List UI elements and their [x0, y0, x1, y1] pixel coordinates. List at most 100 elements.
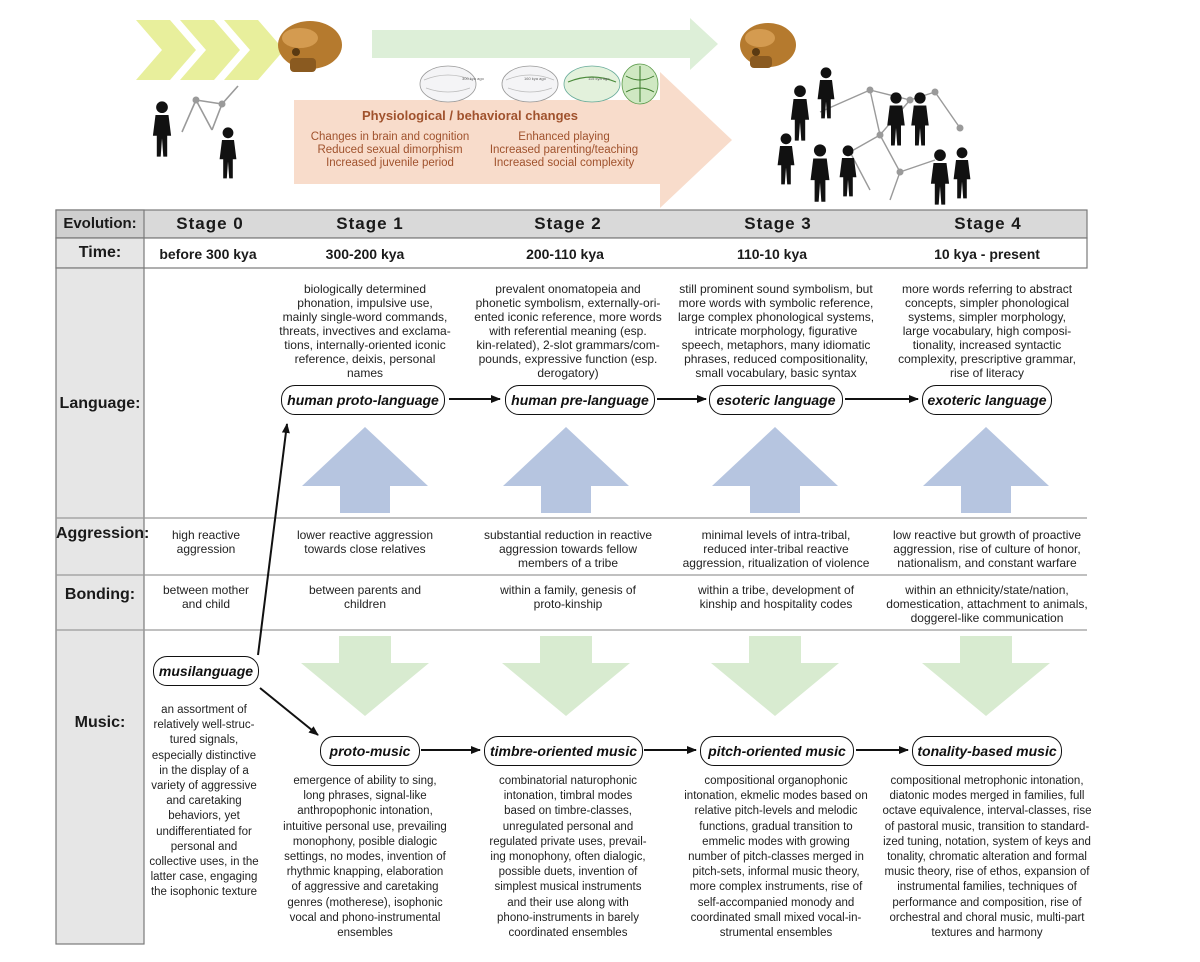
text-line: compositional organophonic: [704, 775, 848, 787]
text-line: functions, gradual transition to: [699, 820, 853, 833]
text-line: the isophonic texture: [150, 886, 258, 899]
text-line: within a family, genesis of: [500, 583, 636, 597]
text-line: genres (motherese), isophonic: [287, 896, 443, 909]
text-line: vocal and phono-instrumental: [289, 911, 441, 924]
phys-right-item: Increased social complexity: [493, 157, 635, 169]
text-line: pitch-sets, informal music theory,: [692, 866, 860, 879]
blue-up-arrows: [302, 427, 1049, 513]
text-line: especially distinctive: [151, 749, 257, 762]
text-line: domestication, attachment to animals,: [886, 597, 1088, 611]
pill-exoteric-language: exoteric language: [922, 385, 1052, 415]
text-line: and caretaking: [166, 795, 242, 808]
human-silhouette-icon: [152, 101, 237, 179]
stage-0-header: Stage 0: [176, 214, 244, 233]
human-silhouette-icon: [777, 67, 971, 205]
text-line: derogatory): [537, 366, 599, 380]
text-line: regulated private uses, prevail-: [489, 835, 647, 848]
row-label-column: [55, 267, 145, 945]
phys-left-list: Changes in brain and cognition Reduced s…: [300, 131, 480, 170]
text-line: rise of literacy: [949, 366, 1025, 380]
text-line: tured signals,: [169, 734, 239, 747]
text-line: names: [346, 366, 384, 380]
text-line: large complex phonological systems,: [677, 310, 875, 324]
text-line: music theory, rise of ethos, expansion o…: [884, 866, 1090, 879]
text-line: diatonic modes merged in families, full: [889, 790, 1085, 803]
text-line: still prominent sound symbolism, but: [679, 282, 873, 296]
text-line: coordinated small mixed vocal-in-: [690, 911, 862, 924]
pill-pitch-oriented-music: pitch-oriented music: [700, 736, 854, 766]
text-line: rhythmic knapping, elaboration: [286, 866, 444, 879]
pill-esoteric-language: esoteric language: [709, 385, 843, 415]
stage-3-header: Stage 3: [744, 214, 812, 233]
text-line: more words with symbolic reference,: [678, 296, 874, 310]
time-stage-1: 300-200 kya: [325, 246, 405, 262]
text-line: long phrases, signal-like: [303, 790, 427, 803]
text-line: within an ethnicity/state/nation,: [905, 583, 1069, 597]
row-label-evolution: Evolution:: [63, 215, 137, 232]
text-line: more words referring to abstract: [901, 282, 1073, 296]
text-line: phonetic symbolism, externally-ori-: [475, 296, 661, 310]
time-stage-4: 10 kya - present: [934, 246, 1040, 262]
text-line: ized tuning, notation, system of keys an…: [883, 835, 1091, 848]
header-illustration: 300 kya ago 160 kya ago 115 kya ago: [136, 18, 971, 208]
text-line: self-accompanied monody and: [697, 896, 855, 909]
text-line: behaviors, yet: [168, 810, 240, 823]
row-label-bonding: Bonding:: [64, 586, 136, 603]
text-line: phonation, impulsive use,: [297, 296, 433, 310]
text-line: threats, invectives and exclama-: [279, 324, 451, 338]
text-line: textures and harmony: [931, 927, 1043, 940]
text-line: possible duets, invention of: [498, 866, 638, 879]
text-line: mainly single-word commands,: [282, 310, 448, 324]
stage-2-header: Stage 2: [534, 214, 602, 233]
text-line: substantial reduction in reactive: [483, 528, 653, 542]
text-line: low reactive but growth of proactive: [892, 528, 1082, 542]
phys-title: Physiological / behavioral changes: [361, 108, 579, 123]
pill-proto-music: proto-music: [320, 736, 420, 766]
text-line: concepts, simpler phonological: [904, 296, 1070, 310]
flow-arrows: [257, 395, 919, 754]
text-line: complexity, prescriptive grammar,: [898, 352, 1076, 366]
row-label-time: Time:: [78, 244, 122, 261]
skull-icon: [740, 23, 796, 68]
text-line: aggression, rise of culture of honor,: [893, 542, 1081, 556]
text-line: ing monophony, often dialogic,: [490, 851, 646, 864]
aggression-stage-3: minimal levels of intra-tribal,reduced i…: [676, 528, 876, 570]
text-line: emergence of ability to sing,: [293, 775, 437, 787]
text-line: variety of aggressive: [151, 780, 257, 793]
text-line: kin-related), 2-slot grammars/com-: [476, 338, 660, 352]
text-line: small vocabulary, basic syntax: [695, 366, 857, 380]
svg-text:115 kya ago: 115 kya ago: [588, 76, 610, 81]
text-line: phono-instruments in barely: [497, 911, 639, 924]
stage-4-header: Stage 4: [954, 214, 1022, 233]
row-label-music: Music:: [74, 714, 126, 731]
music-stage-3-desc: compositional organophonic intonation, ek…: [676, 774, 876, 941]
text-line: settings, no modes, invention of: [284, 851, 446, 864]
music-stage-4-desc: compositional metrophonic intonation,dia…: [878, 774, 1096, 941]
text-line: monophony, posible dialogic: [292, 835, 438, 848]
text-line: simplest musical instruments: [494, 881, 642, 894]
text-line: reference, deixis, personal: [294, 352, 436, 366]
text-line: based on timbre-classes,: [504, 805, 632, 818]
text-line: members of a tribe: [517, 556, 619, 570]
text-line: latter case, engaging: [150, 871, 258, 884]
text-line: intonation, ekmelic modes based on: [684, 790, 868, 803]
pill-human-pre-language: human pre-language: [505, 385, 655, 415]
text-line: phrases, reduced compositionality,: [684, 352, 868, 366]
text-line: undifferentiated for: [156, 825, 252, 838]
text-line: of aggressive and caretaking: [291, 881, 439, 894]
text-line: personal and: [170, 840, 238, 853]
pill-human-proto-language: human proto-language: [281, 385, 445, 415]
text-line: performance and composition, rise of: [892, 896, 1082, 909]
text-line: tions, internally-oriented iconic: [284, 338, 446, 352]
phys-left-item: Reduced sexual dimorphism: [317, 144, 463, 156]
